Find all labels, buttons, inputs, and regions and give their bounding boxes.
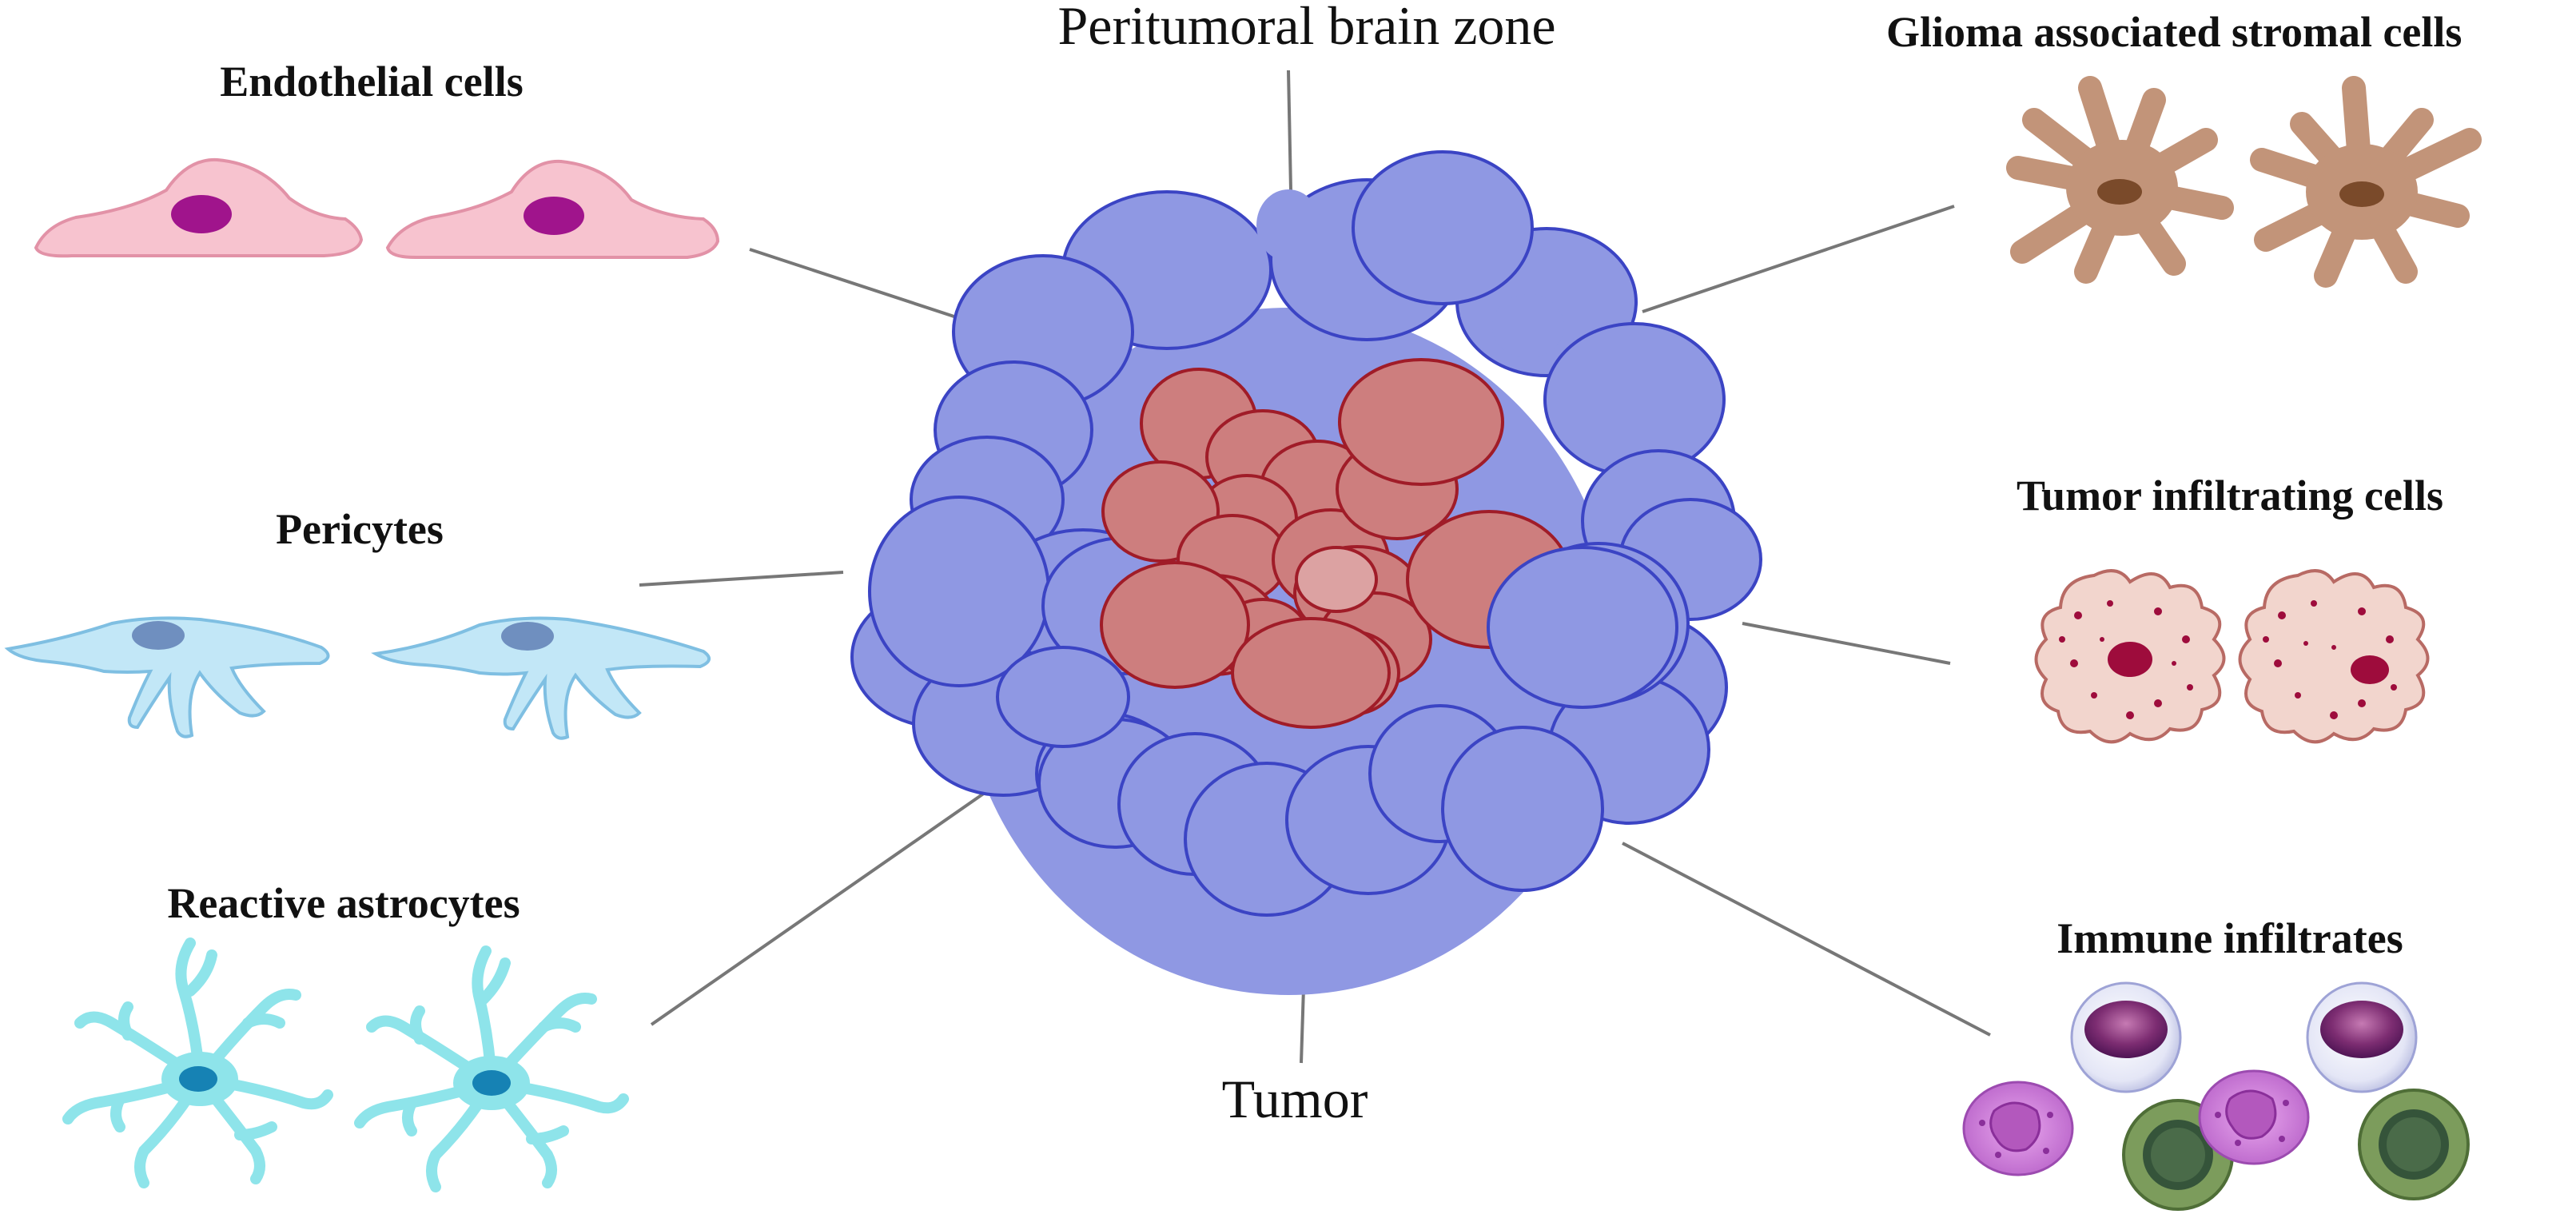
stromal-nucleus	[2339, 181, 2384, 207]
lymphocyte-nucleus	[2084, 1001, 2168, 1058]
tumor-cell	[1231, 617, 1391, 729]
endothelial-label: Endothelial cells	[220, 58, 524, 105]
tumor-infiltrating-nucleus	[2108, 642, 2152, 677]
peritumoral-front	[996, 294, 1678, 748]
pericytes-group: Pericytes	[4, 505, 711, 740]
astrocytes-leader-line	[650, 791, 986, 1026]
peritumoral-cell	[1352, 150, 1534, 305]
stromal-label: Glioma associated stromal cells	[1886, 8, 2462, 56]
stromal-leader-line	[1642, 205, 1955, 313]
astrocyte-cell	[62, 937, 333, 1188]
immune-leader-line	[1622, 842, 1991, 1037]
tumor-cell	[1338, 358, 1504, 486]
cell-mass	[850, 150, 1762, 995]
tumor-infiltrating-cell	[2238, 569, 2430, 744]
tumor-infiltrating-nucleus	[2351, 655, 2389, 684]
granulocyte-nucleus	[1989, 1101, 2041, 1152]
peritumoral-cell	[1487, 546, 1678, 709]
peritumoral-cell	[996, 646, 1130, 748]
astrocyte-nucleus	[472, 1070, 511, 1096]
pericytes-leader-line	[639, 571, 844, 587]
granulocyte-nucleus	[2225, 1089, 2277, 1140]
peritumoral-cell	[1492, 294, 1564, 358]
tumor-core	[1100, 358, 1572, 729]
tumor-core-light	[1295, 546, 1378, 613]
reactive-astrocytes-group: Reactive astrocytes	[62, 879, 629, 1192]
pericyte-nucleus	[501, 622, 554, 651]
tumor-infiltrating-label: Tumor infiltrating cells	[2017, 472, 2443, 519]
astrocyte-nucleus	[179, 1066, 217, 1092]
pericyte-cell	[4, 616, 330, 738]
tumor-infiltrating-cells-group: Tumor infiltrating cells	[2017, 472, 2443, 744]
lymphocyte-nucleus	[2320, 1001, 2403, 1058]
peritumoral-cell	[1441, 726, 1604, 892]
reactive-astrocytes-label: Reactive astrocytes	[167, 879, 520, 927]
neutrophil-inner	[2151, 1128, 2205, 1182]
pericytes-label: Pericytes	[276, 505, 444, 553]
immune-infiltrates-group: Immune infiltrates	[1962, 914, 2470, 1211]
pericyte-cell	[371, 616, 711, 740]
endothelial-cells-group: Endothelial cells	[34, 58, 720, 259]
endothelial-leader-line	[749, 248, 969, 323]
granulocyte-granules	[1979, 1100, 2289, 1158]
peritumoral-label: Peritumoral brain zone	[1057, 0, 1555, 56]
stromal-nucleus	[2097, 179, 2142, 205]
neutrophil-inner	[2387, 1117, 2441, 1172]
peritumoral-cell	[1256, 189, 1320, 261]
tumor-cell	[1100, 561, 1250, 689]
tumor-label: Tumor	[1222, 1069, 1368, 1129]
endothelial-nucleus	[171, 195, 232, 233]
pericyte-nucleus	[132, 621, 185, 650]
tumor-infiltrating-leader-line	[1742, 622, 1951, 665]
immune-label: Immune infiltrates	[2056, 914, 2403, 962]
tumor-infiltrating-granules	[2263, 600, 2397, 719]
stromal-cells-group: Glioma associated stromal cells	[1886, 8, 2482, 288]
tumor-infiltrating-granules	[2059, 600, 2193, 719]
endothelial-nucleus	[524, 197, 584, 235]
